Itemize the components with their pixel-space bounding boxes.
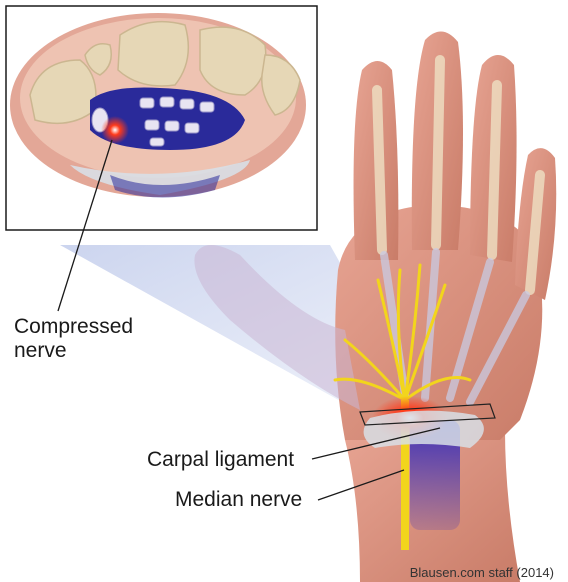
median-nerve-label: Median nerve — [175, 488, 302, 512]
image-credit: Blausen.com staff (2014) — [410, 565, 554, 580]
cross-section-inset — [6, 6, 317, 230]
carpal-ligament-label: Carpal ligament — [147, 448, 294, 472]
compressed-nerve-label: Compressed nerve — [14, 315, 133, 363]
